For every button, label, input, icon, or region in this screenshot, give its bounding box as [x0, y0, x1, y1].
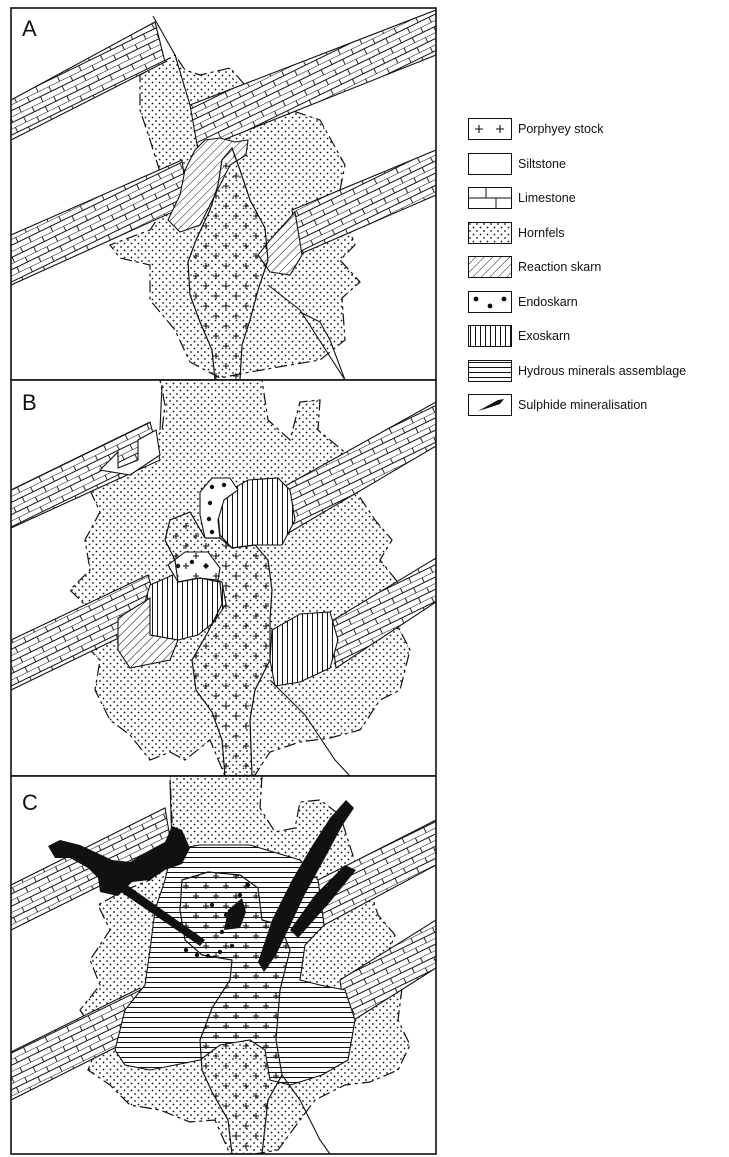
legend-label-hornfels: Hornfels — [518, 226, 565, 240]
legend-label-reaction-skarn: Reaction skarn — [518, 260, 601, 274]
legend-label-hydrous: Hydrous minerals assemblage — [518, 364, 686, 378]
legend-item-hydrous: Hydrous minerals assemblage — [468, 356, 728, 386]
legend-label-siltstone: Siltstone — [518, 157, 566, 171]
legend-label-sulphide: Sulphide mineralisation — [518, 398, 647, 412]
legend-item-exoskarn: Exoskarn — [468, 321, 728, 351]
panel-a-letter: A — [22, 16, 37, 41]
legend-item-endoskarn: Endoskarn — [468, 287, 728, 317]
legend: Porphyey stock Siltstone Limestone Hornf… — [468, 114, 728, 425]
panel-b — [11, 380, 436, 776]
panel-c — [11, 776, 436, 1154]
porphyry-swatch — [468, 118, 512, 140]
panel-c-letter: C — [22, 790, 38, 815]
legend-label-exoskarn: Exoskarn — [518, 329, 570, 343]
legend-label-porphyry: Porphyey stock — [518, 122, 603, 136]
reaction-skarn-swatch — [468, 256, 512, 278]
panel-b-letter: B — [22, 390, 37, 415]
hydrous-swatch — [468, 360, 512, 382]
endoskarn-swatch — [468, 291, 512, 313]
legend-label-limestone: Limestone — [518, 191, 576, 205]
hornfels-swatch — [468, 222, 512, 244]
panel-a — [11, 8, 436, 380]
legend-item-hornfels: Hornfels — [468, 218, 728, 248]
exoskarn-swatch — [468, 325, 512, 347]
siltstone-swatch — [468, 153, 512, 175]
legend-label-endoskarn: Endoskarn — [518, 295, 578, 309]
limestone-swatch — [468, 187, 512, 209]
legend-item-sulphide: Sulphide mineralisation — [468, 390, 728, 420]
legend-item-reaction-skarn: Reaction skarn — [468, 252, 728, 282]
legend-item-siltstone: Siltstone — [468, 149, 728, 179]
legend-item-porphyry: Porphyey stock — [468, 114, 728, 144]
legend-item-limestone: Limestone — [468, 183, 728, 213]
sulphide-swatch — [468, 394, 512, 416]
